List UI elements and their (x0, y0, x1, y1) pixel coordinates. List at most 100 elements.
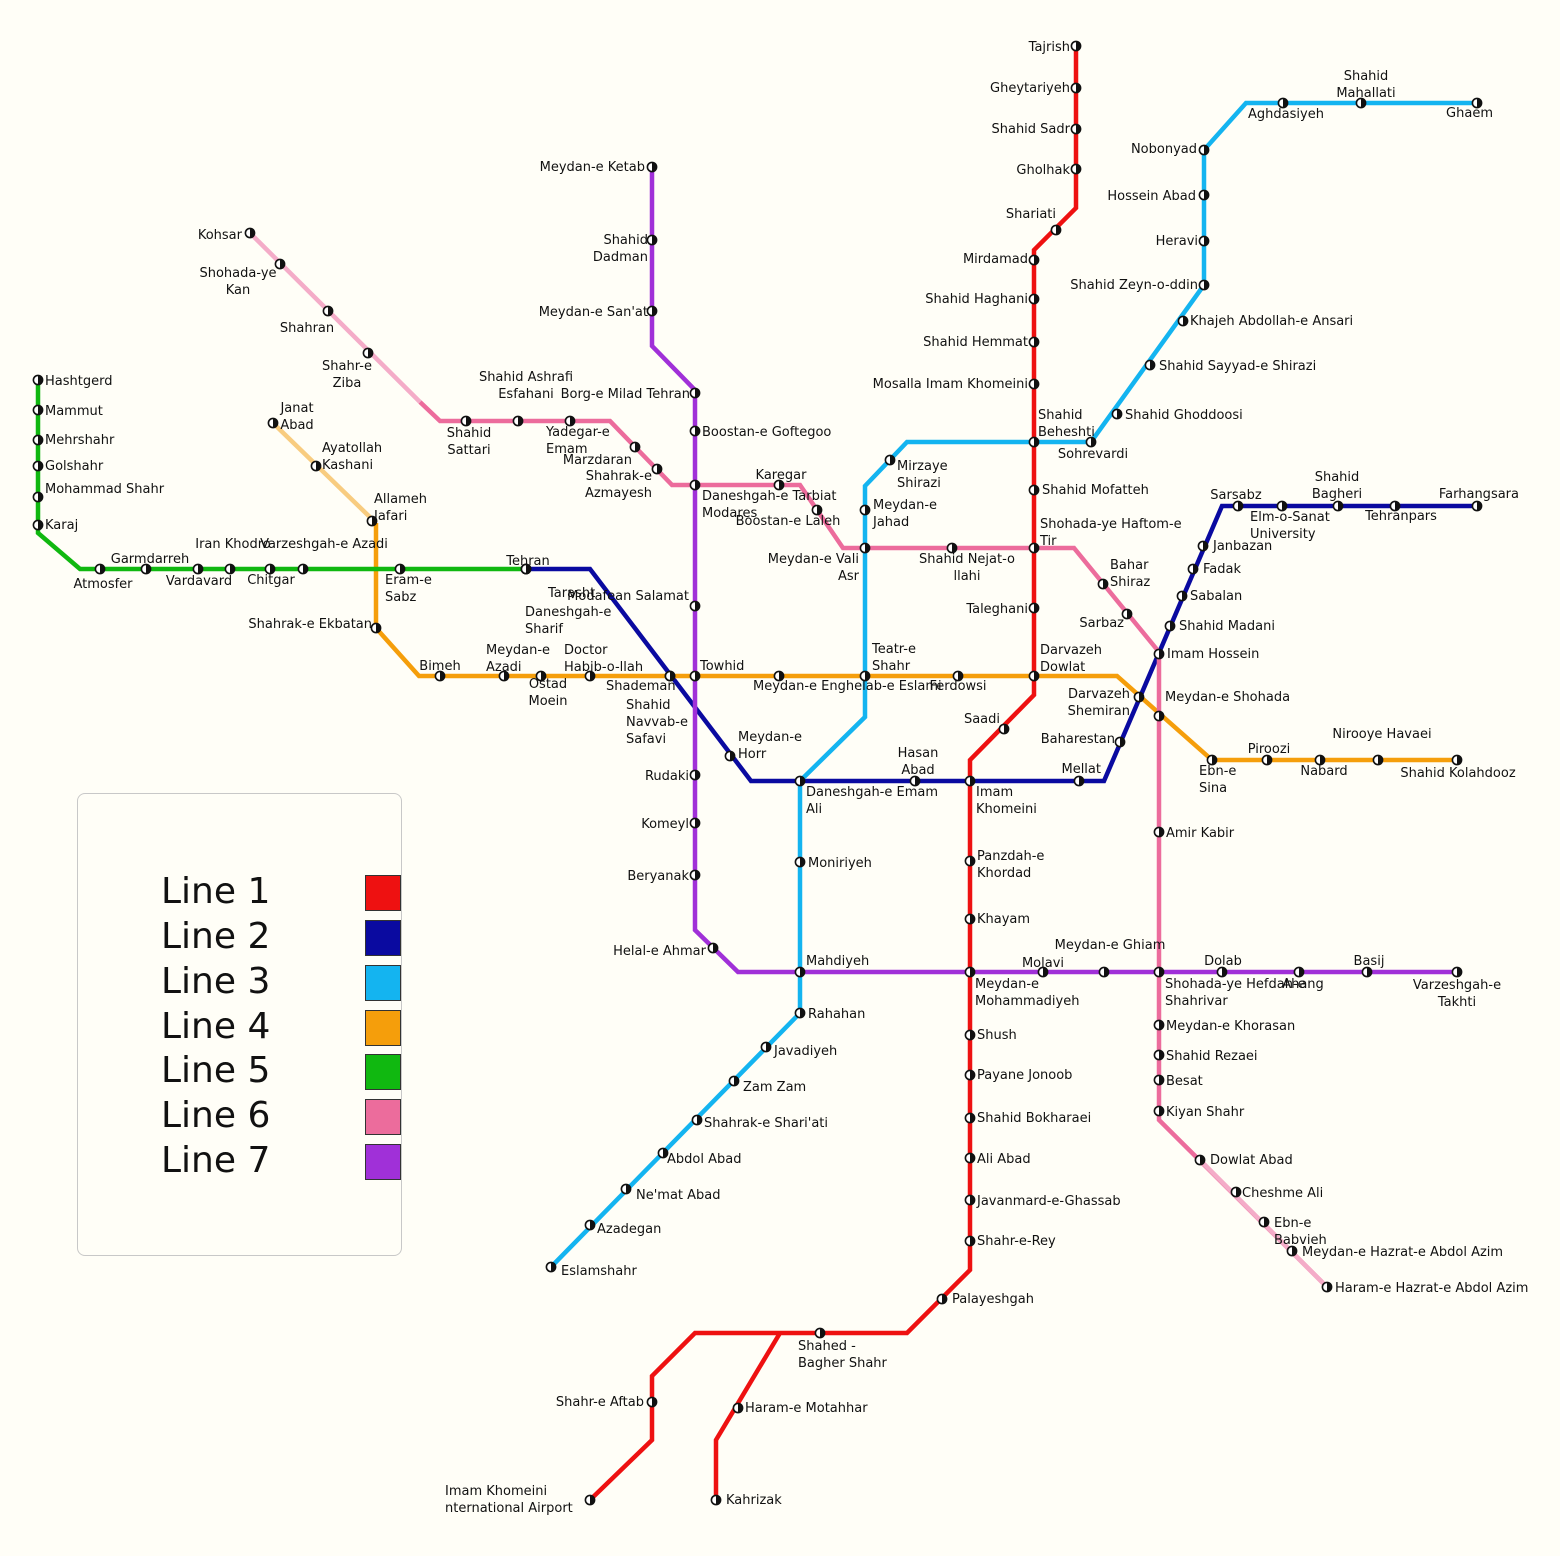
station-marker-ghaem[interactable] (1471, 97, 1483, 109)
station-marker-janat-abad[interactable] (267, 417, 279, 429)
station-marker-baharestan[interactable] (1114, 736, 1126, 748)
station-marker-khayam[interactable] (964, 913, 976, 925)
station-marker-palayeshgah[interactable] (936, 1293, 948, 1305)
station-marker-ostad-moein[interactable] (535, 670, 547, 682)
station-marker-karaj[interactable] (32, 519, 44, 531)
station-marker-javanmard-e-ghassab[interactable] (964, 1194, 976, 1206)
station-marker-darvazeh-shemiran[interactable] (1133, 691, 1145, 703)
station-marker-imam-khomeini-nternational-airport[interactable] (584, 1494, 596, 1506)
station-marker-tehranpars[interactable] (1389, 500, 1401, 512)
station-marker-eram-e-sabz[interactable] (394, 563, 406, 575)
station-marker-kohsar[interactable] (244, 227, 256, 239)
station-marker-haram-e-hazrat-e-abdol-azim[interactable] (1321, 1281, 1333, 1293)
station-marker-komeyl[interactable] (689, 817, 701, 829)
station-marker-meydan-e-enghelab-e-eslami[interactable] (773, 670, 785, 682)
station-marker-gholhak[interactable] (1070, 163, 1082, 175)
station-marker-imam-hossein[interactable] (1153, 648, 1165, 660)
station-marker-ferdowsi[interactable] (952, 670, 964, 682)
station-marker-chitgar[interactable] (264, 563, 276, 575)
station-marker-shahid-hemmat[interactable] (1028, 336, 1040, 348)
station-marker-molavi[interactable] (1037, 966, 1049, 978)
station-marker-shahr-e-aftab[interactable] (646, 1396, 658, 1408)
station-marker-haram-e-motahhar[interactable] (732, 1402, 744, 1414)
station-marker-garmdarreh[interactable] (140, 563, 152, 575)
station-marker-shahid-dadman[interactable] (646, 234, 658, 246)
station-marker-meydan-e-ghiam[interactable] (1098, 966, 1110, 978)
station-marker-meydan-e-mohammadiyeh[interactable] (964, 966, 976, 978)
station-marker-amir-kabir[interactable] (1153, 826, 1165, 838)
station-marker-shahid-sattari[interactable] (460, 415, 472, 427)
station-marker-doctor-habib-o-llah[interactable] (584, 670, 596, 682)
station-marker-ali-abad[interactable] (964, 1152, 976, 1164)
station-marker-shahid-madani[interactable] (1164, 620, 1176, 632)
station-marker-khajeh-abdollah-e-ansari[interactable] (1177, 315, 1189, 327)
station-marker-mellat[interactable] (1073, 775, 1085, 787)
station-marker-atmosfer[interactable] (94, 563, 106, 575)
station-marker-besat[interactable] (1153, 1074, 1165, 1086)
station-marker-mosalla-imam-khomeini[interactable] (1028, 378, 1040, 390)
station-marker-darvazeh-dowlat[interactable] (1028, 670, 1040, 682)
station-marker-sarbaz[interactable] (1121, 608, 1133, 620)
station-marker-shariati[interactable] (1050, 224, 1062, 236)
station-marker-daneshgah-e-tarbiat-modares[interactable] (689, 479, 701, 491)
station-marker-meydan-e-horr[interactable] (724, 750, 736, 762)
station-marker-daneshgah-e-emam-ali[interactable] (794, 775, 806, 787)
station-marker-yadegar-e-emam[interactable] (564, 415, 576, 427)
station-marker-shahid-mofatteh[interactable] (1028, 484, 1040, 496)
station-marker-towhid[interactable] (689, 670, 701, 682)
station-marker-ebn-e-babvieh[interactable] (1258, 1216, 1270, 1228)
station-marker-dolab[interactable] (1216, 966, 1228, 978)
station-marker-heravi[interactable] (1198, 235, 1210, 247)
station-marker-sabalan[interactable] (1176, 590, 1188, 602)
station-marker-shahran[interactable] (322, 305, 334, 317)
station-marker-panzdah-e-khordad[interactable] (964, 855, 976, 867)
station-marker-meydan-e-hazrat-e-abdol-azim[interactable] (1286, 1245, 1298, 1257)
station-marker-payane-jonoob[interactable] (964, 1069, 976, 1081)
station-marker-helal-e-ahmar[interactable] (707, 942, 719, 954)
station-marker-farhangsara[interactable] (1471, 500, 1483, 512)
station-marker-marzdaran[interactable] (629, 441, 641, 453)
station-marker-golshahr[interactable] (32, 460, 44, 472)
station-marker-bimeh[interactable] (434, 670, 446, 682)
station-marker-ahang[interactable] (1293, 966, 1305, 978)
station-marker-meydan-e-jahad[interactable] (859, 504, 871, 516)
station-marker-piroozi[interactable] (1261, 754, 1273, 766)
station-marker-meydan-e-azadi[interactable] (498, 670, 510, 682)
station-marker-shahid-nejat-o-llahi[interactable] (946, 542, 958, 554)
station-marker-karegar[interactable] (773, 479, 785, 491)
station-marker-mirdamad[interactable] (1028, 254, 1040, 266)
station-marker-allameh-jafari[interactable] (366, 515, 378, 527)
station-marker-sohrevardi[interactable] (1085, 436, 1097, 448)
station-marker-ebn-e-sina[interactable] (1206, 754, 1218, 766)
station-marker-beryanak[interactable] (689, 869, 701, 881)
station-marker-shahid-ghoddoosi[interactable] (1111, 408, 1123, 420)
station-marker-mohammad-shahr[interactable] (32, 491, 44, 503)
station-marker-sarsabz[interactable] (1232, 500, 1244, 512)
station-marker-shademan[interactable] (664, 670, 676, 682)
station-marker-shohada-ye-haftom-e-tir[interactable] (1028, 542, 1040, 554)
station-marker-iran-khodro[interactable] (224, 563, 236, 575)
station-marker-shahrak-e-ekbatan[interactable] (370, 622, 382, 634)
station-marker-shahid-mahallati[interactable] (1355, 97, 1367, 109)
station-marker-moniriyeh[interactable] (794, 856, 806, 868)
station-marker-kahrizak[interactable] (710, 1494, 722, 1506)
station-marker-vardavard[interactable] (192, 563, 204, 575)
station-marker-meydan-e-san-at[interactable] (646, 305, 658, 317)
station-marker-shahid-rezaei[interactable] (1153, 1049, 1165, 1061)
station-marker-abdol-abad[interactable] (657, 1147, 669, 1159)
station-marker-shahrak-e-azmayesh[interactable] (651, 463, 663, 475)
station-marker-mahdiyeh[interactable] (794, 966, 806, 978)
station-marker-ne-mat-abad[interactable] (620, 1183, 632, 1195)
station-marker-shahid-haghani[interactable] (1028, 293, 1040, 305)
station-marker-shahr-e-ziba[interactable] (362, 347, 374, 359)
station-marker-shahed-bagher-shahr[interactable] (814, 1327, 826, 1339)
station-marker-shahid-kolahdooz[interactable] (1451, 754, 1463, 766)
station-marker-shahid-bokharaei[interactable] (964, 1112, 976, 1124)
station-marker-taleghani[interactable] (1028, 602, 1040, 614)
station-marker-shohada-ye-hefdah-e-shahrivar[interactable] (1153, 966, 1165, 978)
station-marker-imam-khomeini[interactable] (964, 775, 976, 787)
station-marker-shahid-sayyad-e-shirazi[interactable] (1144, 359, 1156, 371)
station-marker-hasan-abad[interactable] (909, 775, 921, 787)
station-marker-teatr-e-shahr[interactable] (859, 670, 871, 682)
station-marker-varzeshgah-e-azadi[interactable] (297, 563, 309, 575)
